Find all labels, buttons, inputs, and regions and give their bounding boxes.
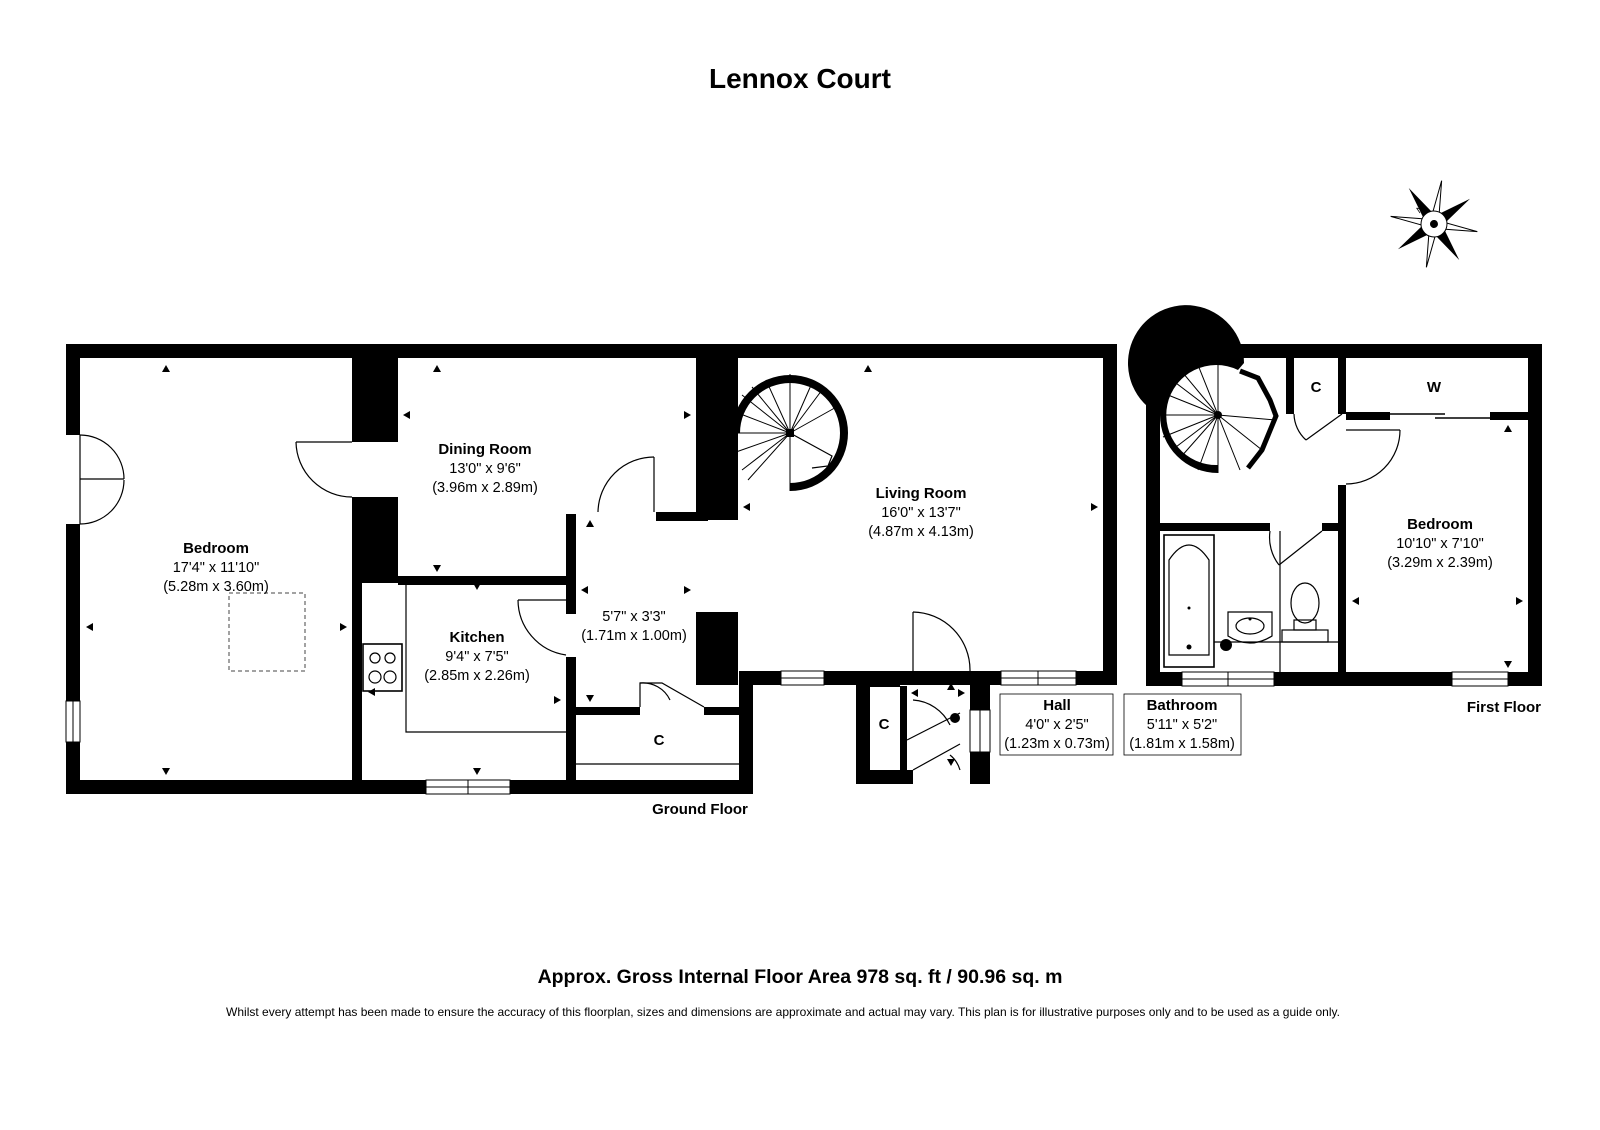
room-metric: (4.87m x 4.13m) (868, 524, 974, 540)
room-imperial: 13'0" x 9'6" (449, 461, 520, 477)
compass-e: E (1445, 207, 1456, 219)
compass-s: S (1441, 236, 1452, 248)
room-imperial: 10'10" x 7'10" (1396, 536, 1484, 552)
room-metric: (1.23m x 0.73m) (1004, 736, 1110, 752)
room-dining: Dining Room 13'0" x 9'6" (3.96m x 2.89m) (432, 441, 538, 496)
room-wardrobe: W (1427, 379, 1442, 396)
room-metric: (1.71m x 1.00m) (581, 628, 687, 644)
room-bedroom-ground: Bedroom 17'4" x 11'10" (5.28m x 3.60m) (163, 540, 269, 595)
ground-floor-plan (65, 344, 1117, 795)
room-metric: (2.85m x 2.26m) (424, 668, 530, 684)
room-bathroom: Bathroom 5'11" x 5'2" (1.81m x 1.58m) (1123, 693, 1242, 756)
room-imperial: 16'0" x 13'7" (881, 505, 961, 521)
room-metric: (3.96m x 2.89m) (432, 480, 538, 496)
room-imperial: 9'4" x 7'5" (445, 649, 508, 665)
compass-n: N (1415, 203, 1426, 215)
room-hall: Hall 4'0" x 2'5" (1.23m x 0.73m) (999, 693, 1114, 756)
room-imperial: 4'0" x 2'5" (1025, 717, 1088, 733)
room-cupboard-first: C (1311, 379, 1322, 396)
room-name: Bedroom (183, 540, 249, 557)
spiral-staircase-first (1128, 305, 1279, 473)
plan-title: Lennox Court (709, 63, 891, 94)
floor-label-first: First Floor (1467, 699, 1541, 716)
first-floor-plan (1128, 305, 1542, 687)
compass-rose-icon: N E S W (1390, 180, 1478, 268)
room-metric: (1.81m x 1.58m) (1129, 736, 1235, 752)
disclaimer: Whilst every attempt has been made to en… (226, 1005, 1340, 1019)
room-name: Bedroom (1407, 516, 1473, 533)
room-name: Living Room (876, 485, 967, 502)
room-cupboard-hall: C (879, 716, 890, 733)
room-kitchen: Kitchen 9'4" x 7'5" (2.85m x 2.26m) (424, 629, 530, 684)
spiral-staircase-ground (732, 374, 848, 491)
room-name: Bathroom (1147, 697, 1218, 714)
room-imperial: 5'11" x 5'2" (1147, 717, 1217, 733)
room-living: Living Room 16'0" x 13'7" (4.87m x 4.13m… (868, 485, 974, 540)
room-name: Dining Room (438, 441, 531, 458)
room-imperial: 17'4" x 11'10" (173, 560, 260, 576)
room-metric: (3.29m x 2.39m) (1387, 555, 1493, 571)
room-bedroom-first: Bedroom 10'10" x 7'10" (3.29m x 2.39m) (1387, 516, 1493, 571)
floor-area: Approx. Gross Internal Floor Area 978 sq… (538, 966, 1063, 988)
room-cupboard-ground: C (654, 732, 665, 749)
room-passage: 5'7" x 3'3" (1.71m x 1.00m) (581, 609, 687, 644)
room-imperial: 5'7" x 3'3" (602, 609, 665, 625)
floor-label-ground: Ground Floor (652, 801, 748, 818)
room-name: Kitchen (449, 629, 504, 646)
room-metric: (5.28m x 3.60m) (163, 579, 269, 595)
room-name: Hall (1043, 697, 1071, 714)
